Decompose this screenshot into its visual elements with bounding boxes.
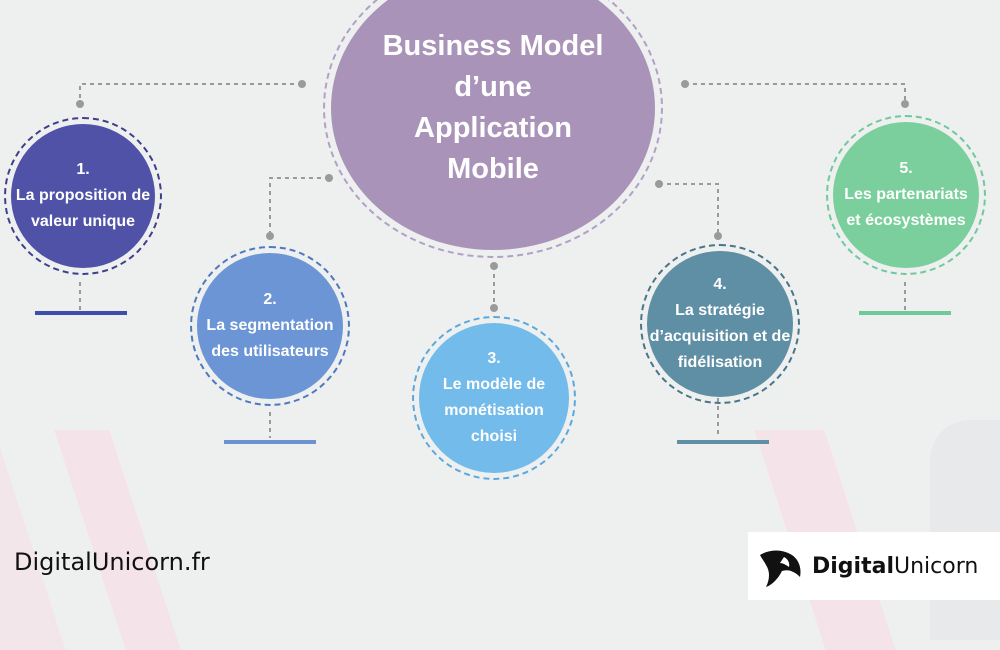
node-2-label: La segmentation des utilisateurs [206,317,334,360]
node-4-circle: 4. La stratégie d’acquisition et de fidé… [647,251,793,397]
node-3-number: 3. [487,350,501,367]
unicorn-logo-icon [760,550,801,587]
node-5-label: Les partenariats et écosystèmes [844,186,968,229]
node-1-label: La proposition de valeur unique [15,187,151,230]
node-2-circle: 2. La segmentation des utilisateurs [197,253,343,399]
node-1-number: 1. [76,161,90,178]
node-5-number: 5. [899,160,913,177]
node-2-number: 2. [263,291,277,308]
center-circle: Business Model d’une Application Mobile [331,0,655,250]
node-3-ring [412,316,576,480]
node-1-base [35,311,127,315]
connector-lines [76,80,909,438]
node-1-ring [4,117,162,275]
node-5-base [859,311,951,315]
brand-logo: DigitalUnicorn [748,532,1000,600]
node-5-ring [826,115,986,275]
logo-wordmark-regular: Unicorn [894,553,979,579]
logo-wordmark-bold: Digital [812,553,894,579]
node-2-base [224,440,316,444]
node-2-ring [190,246,350,406]
logo-wordmark: DigitalUnicorn [812,554,978,579]
node-3-label: Le modèle de monétisation choisi [442,376,546,445]
footer-site-url: DigitalUnicorn.fr [14,548,210,576]
center-title: Business Model d’une Application Mobile [382,30,604,185]
node-4-base [677,440,769,444]
node-4-number: 4. [713,276,727,293]
node-4-label: La stratégie d’acquisition et de fidélis… [649,302,791,371]
node-4-ring [640,244,800,404]
node-3-circle: 3. Le modèle de monétisation choisi [419,323,569,473]
node-1-circle: 1. La proposition de valeur unique [11,124,155,268]
node-5-circle: 5. Les partenariats et écosystèmes [833,122,979,268]
